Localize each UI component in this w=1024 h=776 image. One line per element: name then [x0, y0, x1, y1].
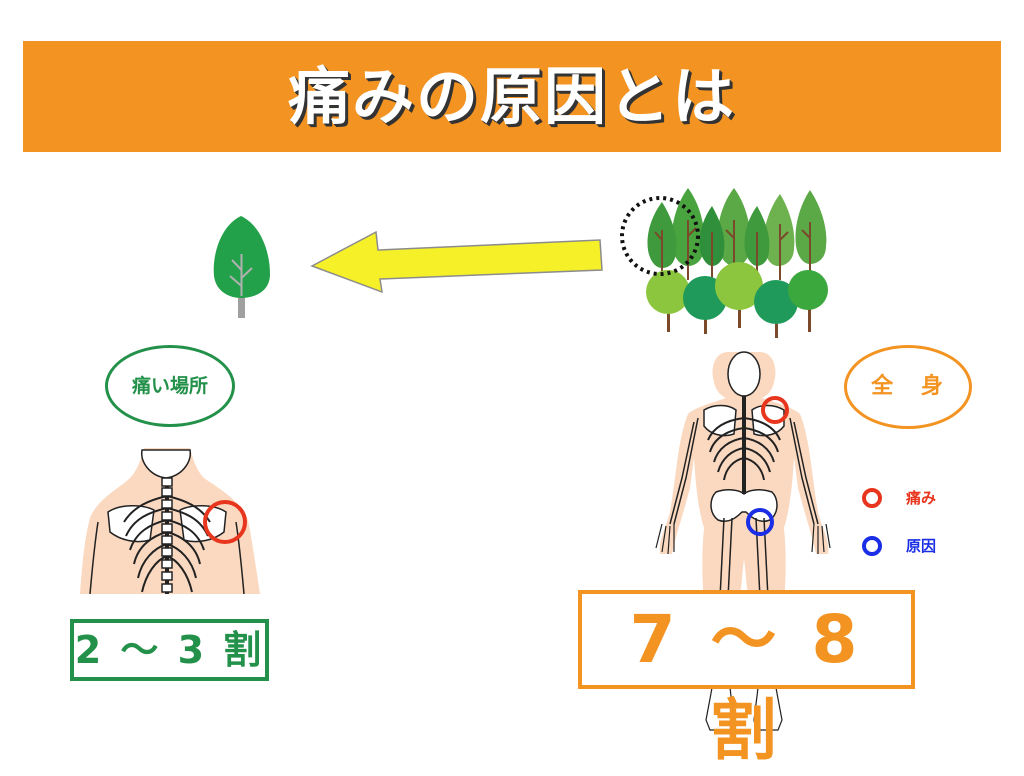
pain-location-label: 痛い場所 [105, 345, 235, 427]
cause-marker-hip [746, 508, 774, 536]
legend-item-cause: 原因 [862, 534, 972, 558]
legend-label-cause: 原因 [906, 537, 937, 555]
title-bar: 痛みの原因とは [23, 41, 1001, 152]
blue-circle-icon [862, 536, 882, 556]
legend-item-pain: 痛み [862, 486, 972, 510]
pain-marker-shoulder-whole [761, 396, 789, 424]
page-title: 痛みの原因とは [287, 60, 736, 133]
upper-back-skeleton-illustration [80, 448, 260, 594]
red-circle-icon [862, 488, 882, 508]
whole-body-ratio-box: 7 ～ 8 割 [578, 590, 915, 769]
legend-label-pain: 痛み [906, 489, 937, 507]
forest-icon [620, 188, 828, 338]
single-tree-icon [213, 216, 270, 318]
local-ratio-box: 2 ～ 3 割 [70, 619, 269, 681]
whole-body-label: 全 身 [844, 345, 972, 429]
pain-marker-shoulder [203, 500, 247, 544]
arrow-left-icon [310, 230, 603, 294]
